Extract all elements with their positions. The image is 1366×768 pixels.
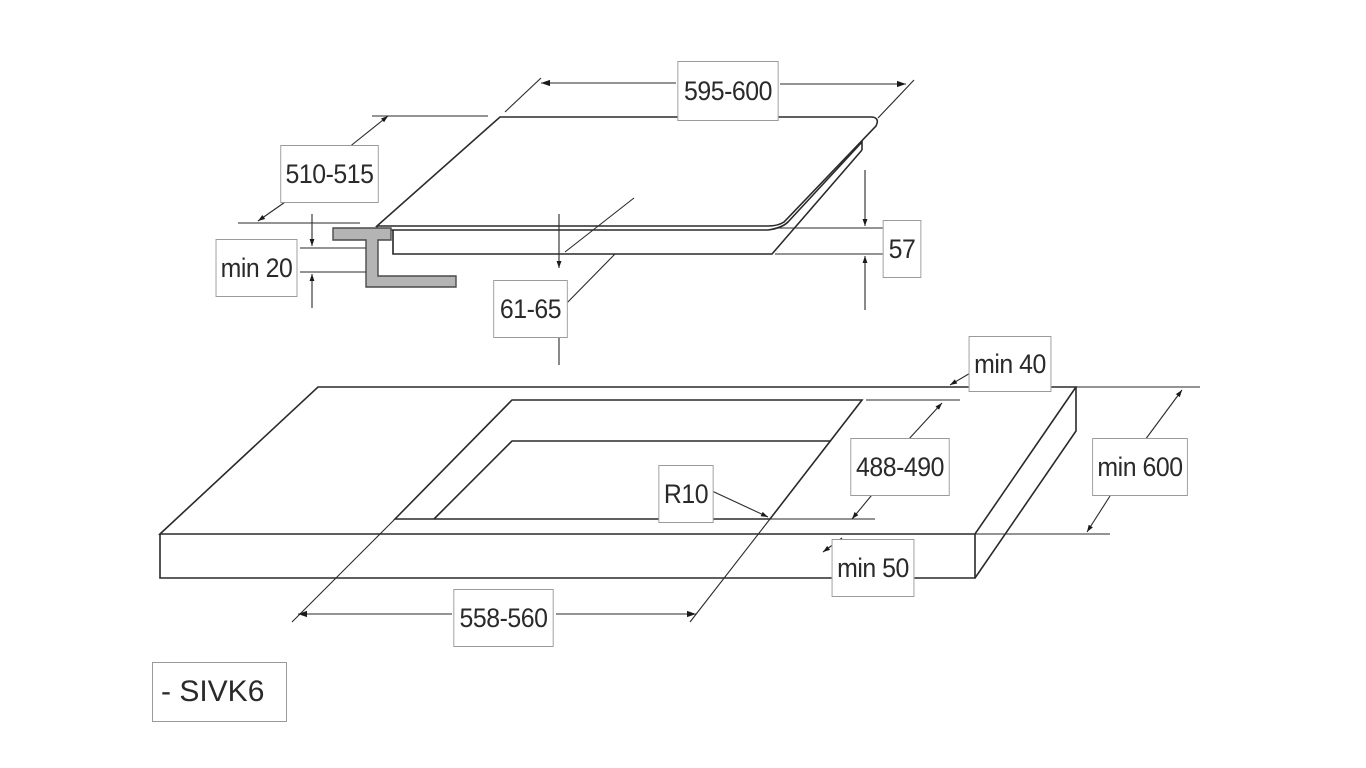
cutout-width-label: 558-560 (453, 589, 554, 647)
min-40-label: min 40 (968, 336, 1052, 392)
depth-61-65-label: 61-65 (493, 280, 568, 338)
worktop-drawing (157, 386, 1078, 623)
mounting-bracket (332, 227, 457, 288)
bottom-extension-lines (866, 386, 1200, 535)
width-top-label: 595-600 (677, 61, 779, 121)
model-label: - SIVK6 (152, 662, 287, 722)
height-57-label: 57 (882, 220, 922, 278)
min-600-label: min 600 (1092, 438, 1188, 496)
hob-drawing (332, 116, 879, 288)
cutout-depth-label: 488-490 (850, 438, 950, 496)
depth-top-label: 510-515 (280, 145, 379, 203)
top-dimension-arrows (257, 79, 906, 365)
min-20-label: min 20 (215, 239, 298, 297)
radius-label: R10 (658, 465, 714, 523)
top-extension-lines (238, 77, 915, 311)
min-50-label: min 50 (831, 539, 915, 597)
